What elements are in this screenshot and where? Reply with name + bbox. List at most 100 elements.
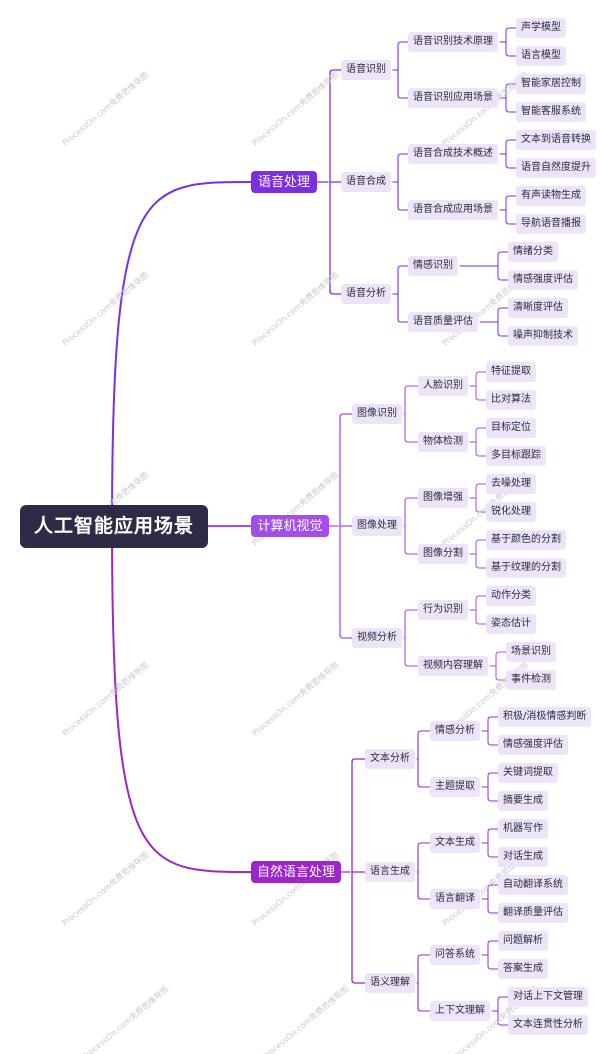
subtopic-nlp-1[interactable]: 语言生成	[365, 862, 415, 882]
topic-node[interactable]: 语音合成应用场景	[408, 200, 498, 220]
leaf-node[interactable]: 答案生成	[498, 959, 548, 979]
leaf-node[interactable]: 去噪处理	[486, 474, 536, 494]
leaf-node[interactable]: 目标定位	[486, 418, 536, 438]
leaf-node[interactable]: 文本到语音转换	[516, 130, 596, 150]
leaf-node[interactable]: 清晰度评估	[508, 298, 568, 318]
leaf-node[interactable]: 文本连贯性分析	[508, 1015, 588, 1035]
topic-node[interactable]: 人脸识别	[418, 376, 468, 396]
leaf-node[interactable]: 情感强度评估	[508, 270, 578, 290]
leaf-node[interactable]: 对话生成	[498, 847, 548, 867]
connector-line	[487, 853, 499, 858]
topic-node[interactable]: 物体检测	[418, 432, 468, 452]
connector-line	[487, 828, 499, 833]
connector-line	[487, 884, 499, 889]
topic-node[interactable]: 语音识别技术原理	[408, 32, 498, 52]
leaf-node[interactable]: 有声读物生成	[516, 186, 586, 206]
leaf-node[interactable]: 语音自然度提升	[516, 158, 596, 178]
topic-node[interactable]: 图像增强	[418, 488, 468, 508]
topic-node[interactable]: 上下文理解	[430, 1001, 490, 1021]
topic-node[interactable]: 问答系统	[430, 945, 480, 965]
leaf-node[interactable]: 声学模型	[516, 18, 566, 38]
connector-line	[111, 525, 252, 873]
leaf-node[interactable]: 摘要生成	[498, 791, 548, 811]
leaf-node[interactable]: 翻译质量评估	[498, 903, 568, 923]
connector-line	[505, 52, 517, 57]
leaf-node[interactable]: 关键词提取	[498, 763, 558, 783]
connector-line	[497, 996, 509, 1001]
connector-line	[475, 452, 487, 457]
connector-line	[339, 634, 353, 639]
leaf-node[interactable]: 智能家居控制	[516, 74, 586, 94]
connector-line	[404, 385, 419, 390]
leaf-node[interactable]: 事件检测	[506, 670, 556, 690]
connector-line	[505, 108, 517, 113]
connector-line	[397, 265, 409, 270]
leaf-node[interactable]: 导航语音播报	[516, 214, 586, 234]
topic-node[interactable]: 文本生成	[430, 833, 480, 853]
leaf-node[interactable]: 积极/消极情感判断	[498, 707, 592, 727]
connector-line	[475, 564, 487, 569]
leaf-node[interactable]: 噪声抑制技术	[508, 326, 578, 346]
leaf-node[interactable]: 机器写作	[498, 819, 548, 839]
topic-node[interactable]: 情感识别	[408, 256, 458, 276]
topic-nlp[interactable]: 自然语言处理	[251, 861, 341, 883]
connector-line	[487, 772, 499, 777]
subtopic-vision-2[interactable]: 视频分析	[352, 628, 402, 648]
connector-line	[487, 741, 499, 746]
connector-line	[475, 508, 487, 513]
leaf-node[interactable]: 问题解析	[498, 931, 548, 951]
connector-line	[404, 662, 419, 667]
subtopic-speech-1[interactable]: 语音合成	[341, 172, 391, 192]
leaf-node[interactable]: 姿态估计	[486, 614, 536, 634]
leaf-node[interactable]: 动作分类	[486, 586, 536, 606]
connector-line	[417, 783, 431, 788]
connector-line	[475, 595, 487, 600]
topic-node[interactable]: 行为识别	[418, 600, 468, 620]
topic-node[interactable]: 主题提取	[430, 777, 480, 797]
connector-line	[475, 371, 487, 376]
subtopic-nlp-0[interactable]: 文本分析	[365, 749, 415, 769]
leaf-node[interactable]: 智能客服系统	[516, 102, 586, 122]
connector-line	[497, 1021, 509, 1026]
connector-line	[397, 94, 409, 99]
topic-node[interactable]: 视频内容理解	[418, 656, 488, 676]
topic-node[interactable]: 图像分割	[418, 544, 468, 564]
connector-line	[351, 979, 366, 984]
connector-line	[505, 195, 517, 200]
leaf-node[interactable]: 自动翻译系统	[498, 875, 568, 895]
topic-node[interactable]: 语音质量评估	[408, 312, 478, 332]
leaf-node[interactable]: 锐化处理	[486, 502, 536, 522]
topic-node[interactable]: 语音合成技术概述	[408, 144, 498, 164]
leaf-node[interactable]: 基于纹理的分割	[486, 558, 566, 578]
connector-line	[487, 716, 499, 721]
topic-vision[interactable]: 计算机视觉	[251, 515, 329, 537]
leaf-node[interactable]: 基于颜色的分割	[486, 530, 566, 550]
leaf-node[interactable]: 语言模型	[516, 46, 566, 66]
connector-line	[497, 276, 509, 281]
connector-line	[417, 730, 431, 735]
leaf-node[interactable]: 情绪分类	[508, 242, 558, 262]
root-topic[interactable]: 人工智能应用场景	[20, 505, 208, 548]
connector-line	[351, 758, 366, 763]
leaf-node[interactable]: 多目标跟踪	[486, 446, 546, 466]
subtopic-speech-2[interactable]: 语音分析	[341, 284, 391, 304]
topic-node[interactable]: 语音识别应用场景	[408, 88, 498, 108]
topic-speech[interactable]: 语音处理	[251, 171, 317, 193]
leaf-node[interactable]: 特征提取	[486, 362, 536, 382]
subtopic-nlp-2[interactable]: 语义理解	[365, 973, 415, 993]
leaf-node[interactable]: 场景识别	[506, 642, 556, 662]
subtopic-speech-0[interactable]: 语音识别	[341, 60, 391, 80]
connector-line	[397, 318, 409, 323]
connector-line	[505, 220, 517, 225]
leaf-node[interactable]: 比对算法	[486, 390, 536, 410]
leaf-node[interactable]: 情感强度评估	[498, 735, 568, 755]
connector-line	[404, 550, 419, 555]
topic-node[interactable]: 情感分析	[430, 721, 480, 741]
connector-line	[339, 413, 353, 418]
subtopic-vision-1[interactable]: 图像处理	[352, 516, 402, 536]
connector-line	[487, 797, 499, 802]
subtopic-vision-0[interactable]: 图像识别	[352, 404, 402, 424]
topic-node[interactable]: 语言翻译	[430, 889, 480, 909]
connector-line	[475, 539, 487, 544]
leaf-node[interactable]: 对话上下文管理	[508, 987, 588, 1007]
